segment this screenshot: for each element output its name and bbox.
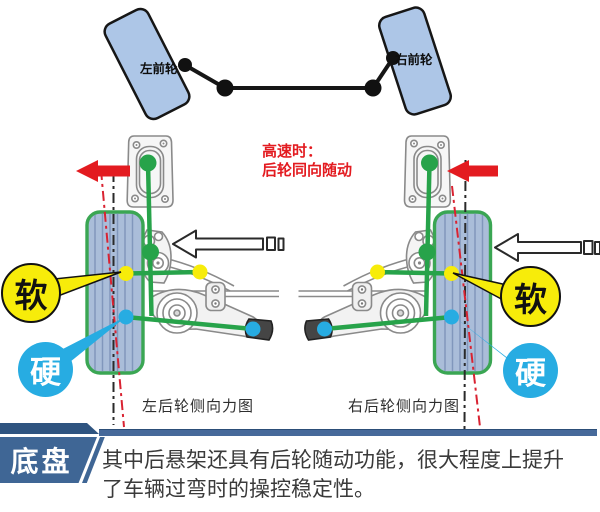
right-hard-pointer [452, 315, 519, 368]
speed-note-line2: 后轮同向随动 [262, 161, 353, 179]
hard-balloon-left: 硬 [18, 342, 73, 397]
left-red-arrow-icon [76, 160, 130, 182]
hard-balloon-right-label: 硬 [515, 356, 546, 392]
right-steer-axis-line [451, 185, 481, 428]
front-right-wheel-label: 右前轮 [395, 52, 433, 67]
footer-line2: 了车辆过弯时的操控稳定性。 [102, 476, 375, 501]
front-axle-group [103, 6, 453, 121]
hard-balloon-left-label: 硬 [30, 355, 61, 391]
banner-stripe-left [0, 423, 99, 434]
soft-balloon-right-label: 软 [514, 279, 547, 319]
soft-balloon-right: 软 [500, 266, 561, 327]
section-badge: 底盘 [0, 437, 97, 483]
right-white-arrow-icon [494, 233, 582, 262]
front-right-wheel [377, 6, 453, 116]
front-left-wheel [103, 7, 191, 121]
speed-note-line1: 高速时： [262, 142, 323, 160]
left-steer-axis-line [100, 169, 125, 428]
steering-tie-rod [184, 56, 395, 90]
left-hard-pointer [57, 316, 127, 362]
right-red-arrow-icon [447, 160, 498, 182]
front-left-wheel-label: 左前轮 [140, 61, 178, 76]
right-diagram-caption: 右后轮侧向力图 [348, 397, 461, 415]
hard-balloon-right: 硬 [503, 343, 558, 398]
soft-balloon-left-label: 软 [14, 276, 48, 315]
soft-balloon-left: 软 [1, 263, 61, 323]
speed-note: 高速时： 后轮同向随动 [262, 142, 352, 180]
left-white-arrow-icon [172, 229, 264, 259]
banner-stripe-right [99, 429, 597, 436]
footer-description: 其中后悬架还具有后轮随动功能，很大程度上提升 了车辆过弯时的操控稳定性。 [102, 446, 564, 503]
left-diagram-caption: 左后轮侧向力图 [142, 397, 255, 415]
footer-line1: 其中后悬架还具有后轮随动功能，很大程度上提升 [102, 448, 564, 472]
